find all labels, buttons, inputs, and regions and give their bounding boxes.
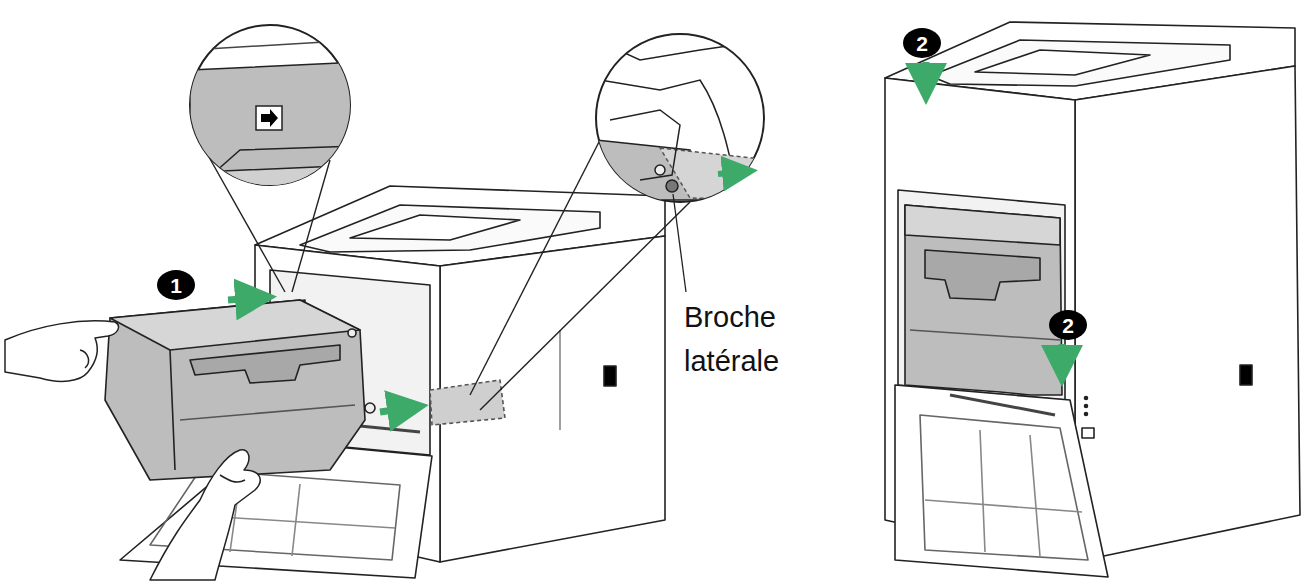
direction-arrow (926, 62, 1062, 366)
part-label: Broche latérale (684, 296, 826, 383)
callout-number: 2 (903, 28, 941, 58)
leader-line (673, 194, 686, 292)
printer-right (885, 22, 1300, 577)
callout-number: 1 (157, 270, 195, 300)
callout-number: 2 (1049, 310, 1087, 340)
direction-arrow (228, 298, 408, 412)
magnifier-detail (190, 25, 360, 292)
hands (5, 321, 260, 580)
